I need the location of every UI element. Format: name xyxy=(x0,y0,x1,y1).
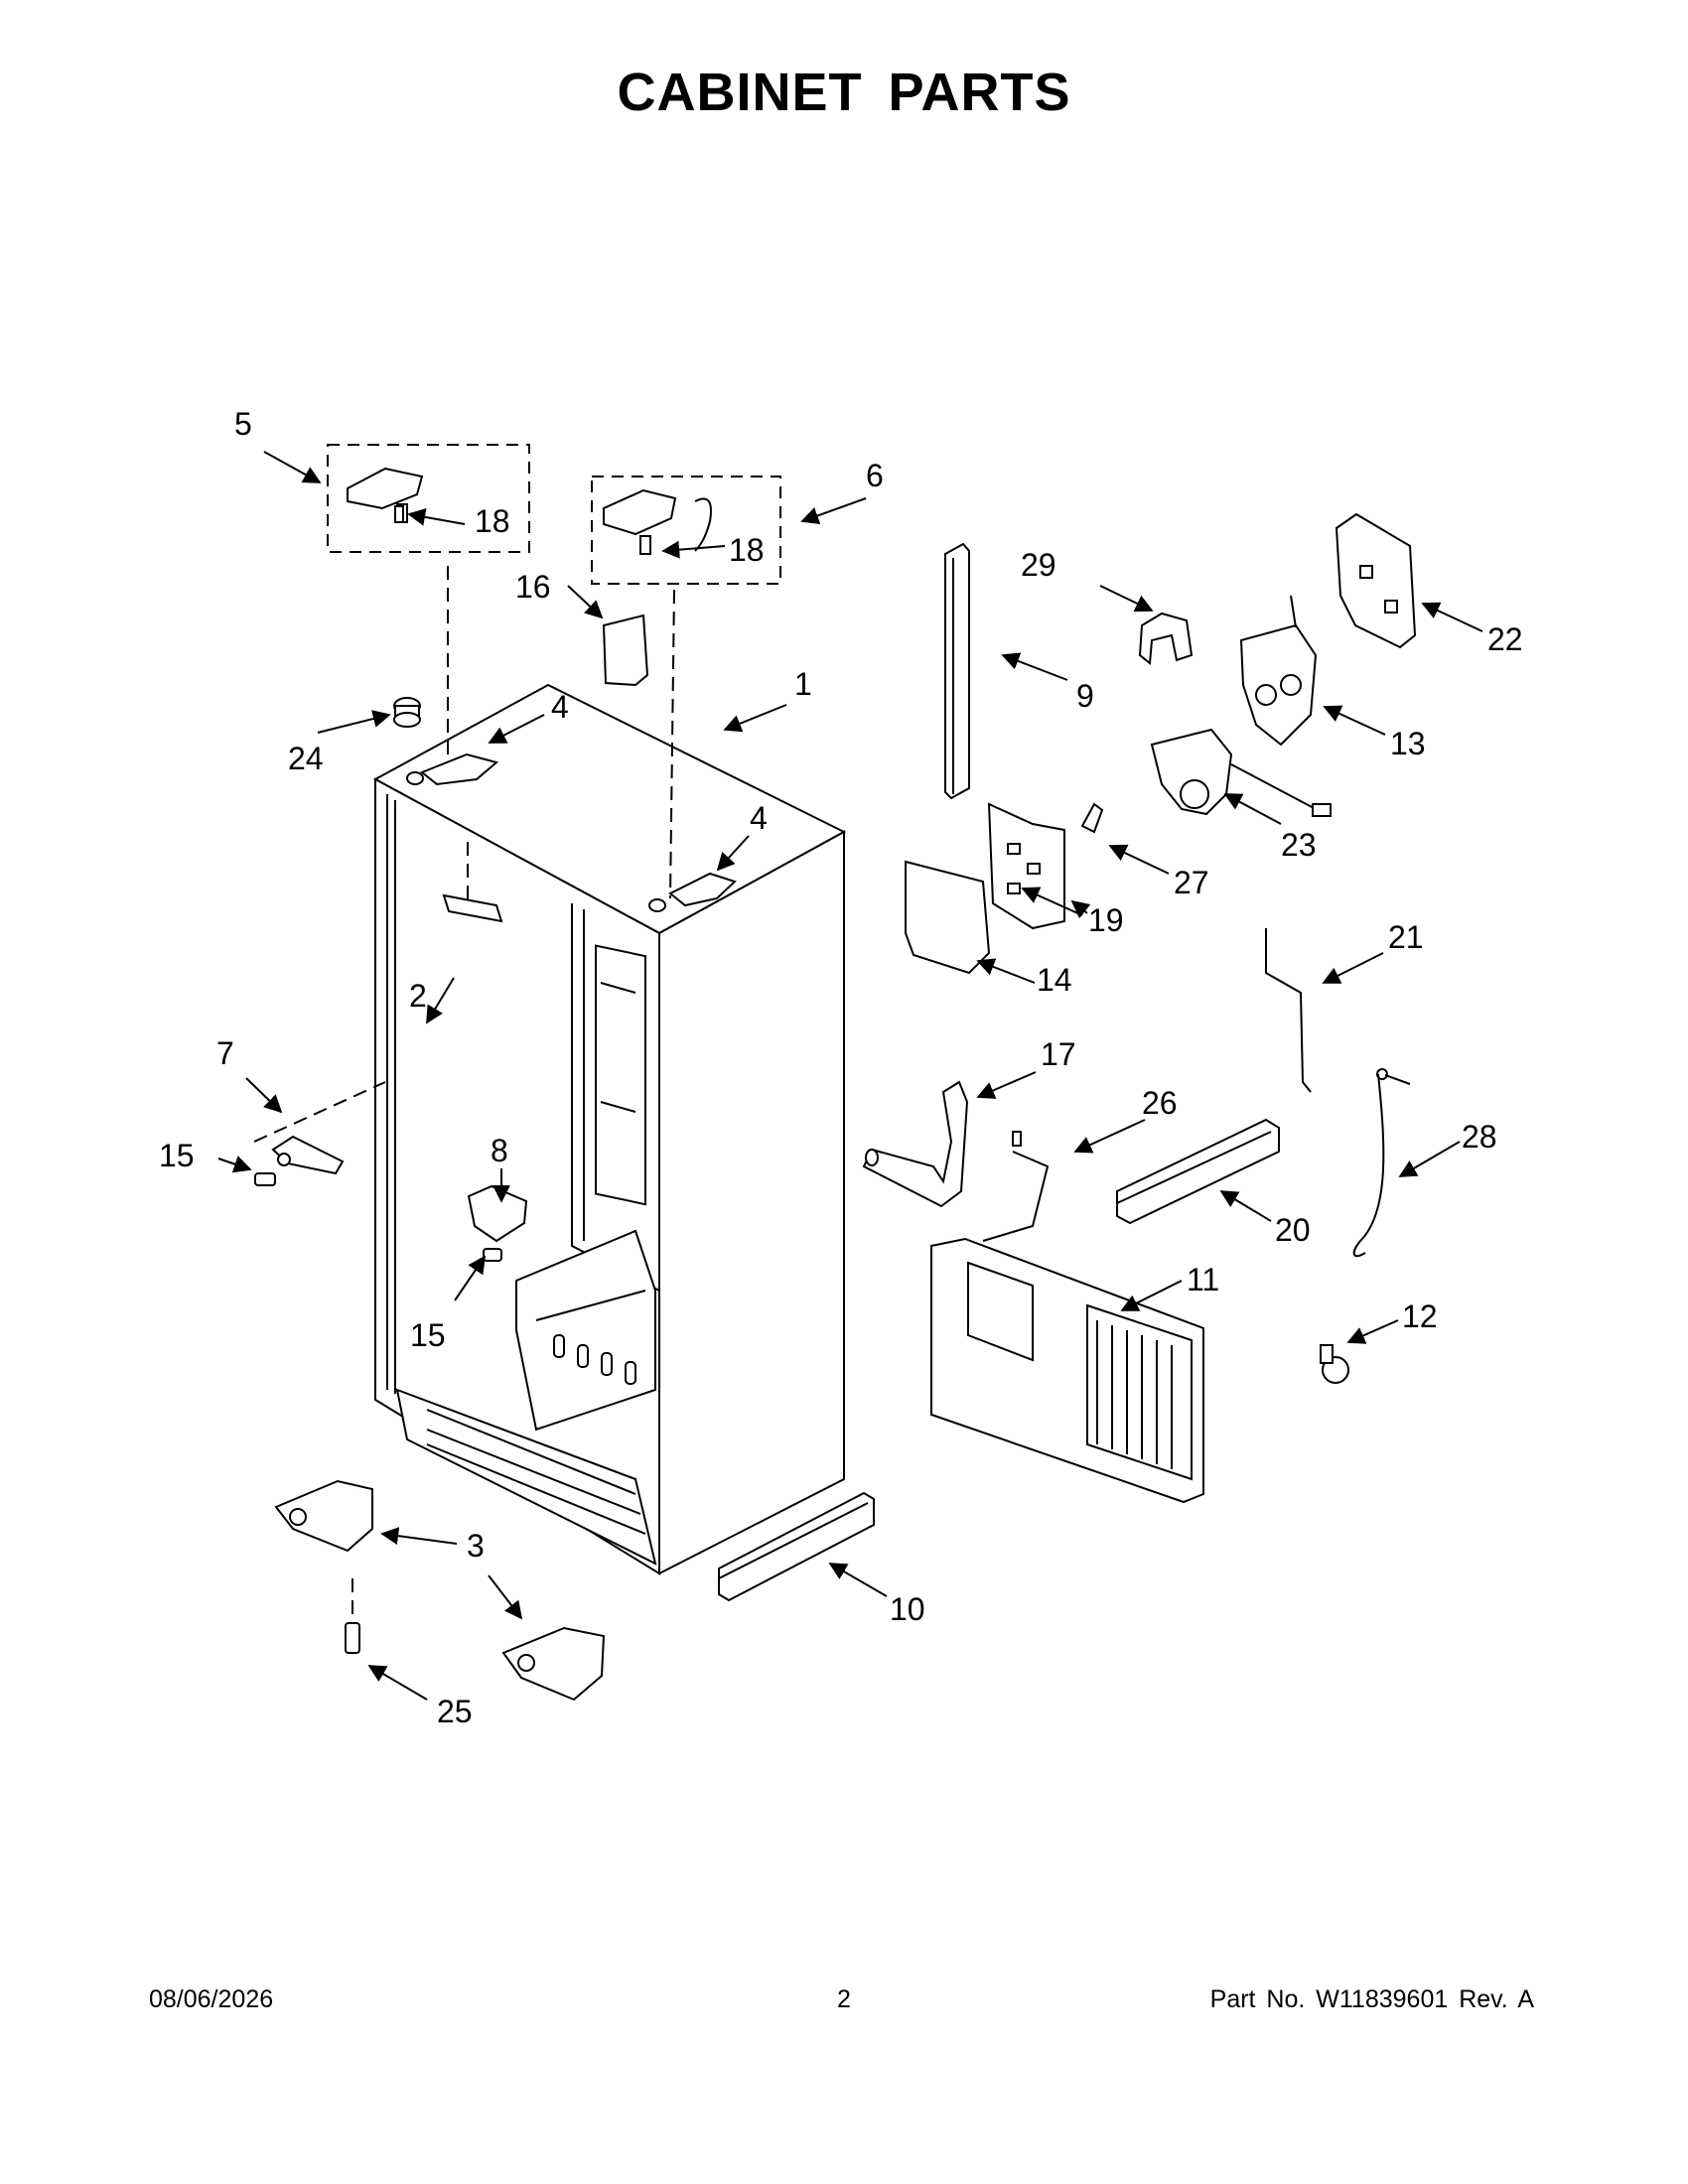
callout-11: 11 xyxy=(1187,1262,1219,1297)
callout-14: 14 xyxy=(1037,962,1072,998)
callout-3: 3 xyxy=(467,1528,485,1564)
part-13-water-valve xyxy=(1239,595,1318,747)
callout-2: 2 xyxy=(409,978,427,1014)
part-3-lower-hinge-left xyxy=(274,1479,373,1553)
callout-4-left: 4 xyxy=(551,689,569,725)
callout-12: 12 xyxy=(1402,1298,1438,1334)
callout-28: 28 xyxy=(1462,1119,1497,1155)
part-4-hinge-left xyxy=(406,752,499,786)
callout-18-left: 18 xyxy=(475,503,510,539)
callout-22: 22 xyxy=(1487,621,1523,657)
callout-10: 10 xyxy=(890,1591,925,1627)
footer-part-number: Part No. W11839601 Rev. A xyxy=(1209,1985,1534,2013)
callout-29: 29 xyxy=(1021,547,1056,583)
callout-19: 19 xyxy=(1088,902,1124,938)
part-2-light-housing xyxy=(442,893,503,923)
callout-26: 26 xyxy=(1142,1085,1178,1121)
part-27-clip xyxy=(1080,802,1104,834)
callout-15-right: 15 xyxy=(410,1317,446,1353)
part-11-rear-access-panel xyxy=(930,1237,1204,1504)
part-19-control-board xyxy=(987,802,1065,930)
part-28-wire-harness xyxy=(1352,1068,1411,1258)
callout-24: 24 xyxy=(288,741,324,776)
callout-8: 8 xyxy=(491,1133,508,1168)
callout-6: 6 xyxy=(866,458,884,493)
part-29-clip xyxy=(1138,612,1194,665)
dashed-leaders xyxy=(253,566,675,1623)
kit-box-6 xyxy=(591,476,781,585)
callout-labels: 1 2 3 4 4 5 6 7 8 9 10 11 12 13 14 15 15… xyxy=(159,406,1523,1729)
part-25-screw xyxy=(345,1622,360,1654)
part-10-toe-grille xyxy=(718,1491,875,1602)
callout-16: 16 xyxy=(515,569,551,605)
callout-13: 13 xyxy=(1390,726,1426,761)
callout-18-right: 18 xyxy=(729,532,765,568)
footer-page-number: 2 xyxy=(837,1985,851,2013)
callout-7: 7 xyxy=(216,1035,234,1071)
callout-20: 20 xyxy=(1275,1212,1311,1248)
callout-27: 27 xyxy=(1174,865,1209,900)
callout-5: 5 xyxy=(234,406,252,442)
callout-arrows xyxy=(217,451,1483,1701)
callout-21: 21 xyxy=(1388,919,1424,955)
part-18-screw xyxy=(394,505,404,523)
part-14-board-cover xyxy=(905,860,991,975)
part-12-clamp xyxy=(1320,1344,1349,1384)
part-21-fill-tube xyxy=(1265,928,1312,1093)
part-15-screw-left xyxy=(254,1172,276,1186)
part-3-lower-hinge-right xyxy=(501,1626,606,1702)
part-4-hinge-right xyxy=(648,872,737,912)
callout-1: 1 xyxy=(794,666,812,702)
callout-9: 9 xyxy=(1076,678,1094,714)
footer-date: 08/06/2026 xyxy=(149,1985,274,2013)
callout-25: 25 xyxy=(437,1694,473,1729)
part-16-bracket xyxy=(602,614,649,687)
part-23-water-valve xyxy=(1150,728,1332,817)
part-15-screw-right xyxy=(483,1248,502,1262)
callout-4-right: 4 xyxy=(750,800,768,836)
cabinet-body xyxy=(372,683,847,1575)
callout-23: 23 xyxy=(1281,827,1317,863)
part-20-grille xyxy=(1116,1118,1280,1225)
part-7-side-hinge xyxy=(271,1135,345,1175)
callout-17: 17 xyxy=(1041,1036,1076,1072)
part-8-center-hinge xyxy=(467,1184,528,1243)
kit-box-5 xyxy=(327,444,530,553)
part-6-sensor-kit xyxy=(603,488,712,555)
page-title: CABINET PARTS xyxy=(617,63,1071,122)
part-26-heater-tube xyxy=(982,1131,1050,1242)
part-24-plug xyxy=(393,697,421,728)
part-17-drain-tube xyxy=(862,1080,969,1208)
callout-15-left: 15 xyxy=(159,1138,195,1173)
part-9-vertical-strip xyxy=(944,542,970,800)
part-22-valve-bracket xyxy=(1335,512,1417,649)
